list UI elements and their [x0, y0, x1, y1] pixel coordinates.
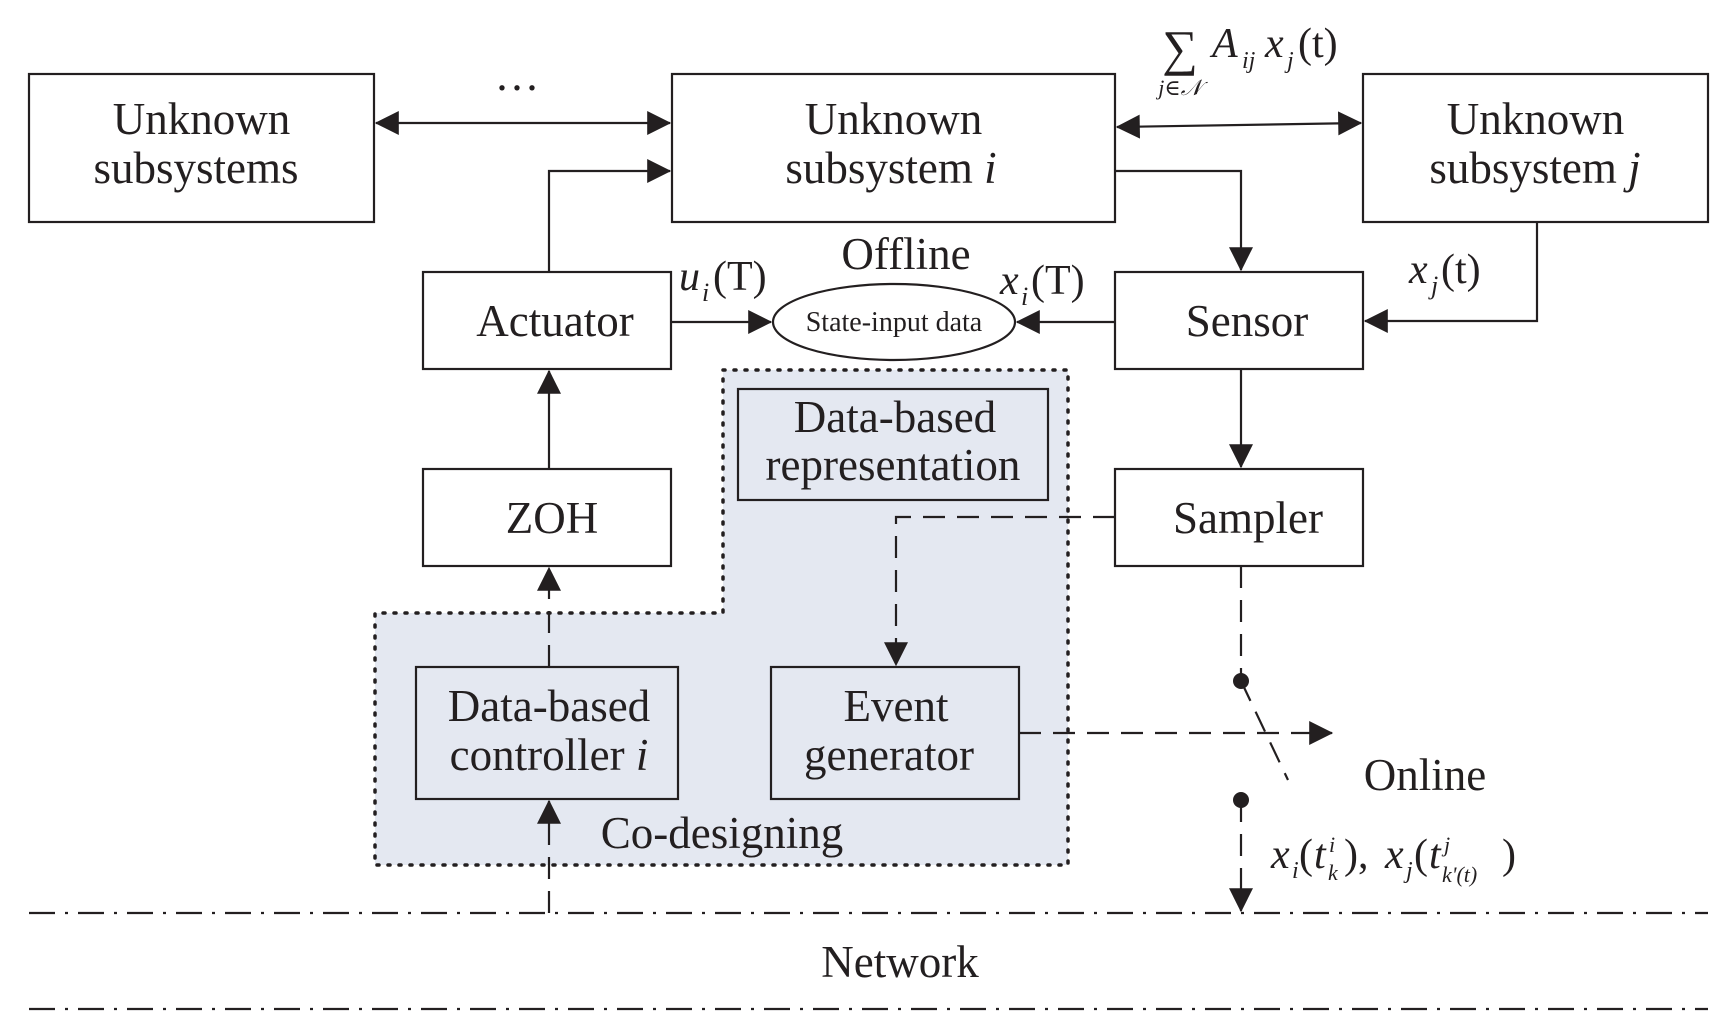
unknown-subsystem-i-line1: Unknown [805, 94, 983, 144]
svg-text:j: j [1284, 48, 1294, 74]
zoh-block: ZOH [421, 467, 673, 568]
sampled-states-label: x i ( t i k ), x j ( t j k'(t) ) [1270, 832, 1516, 887]
svg-text:i: i [1329, 832, 1335, 857]
offline-label: Offline [841, 229, 970, 279]
data-based-controller-line1: Data-based [448, 681, 650, 731]
svg-text:j: j [1441, 832, 1450, 857]
svg-text:j: j [1428, 271, 1438, 300]
svg-text:ij: ij [1242, 48, 1256, 74]
unknown-subsystems-block: Unknown subsystems [27, 72, 376, 224]
svg-text:x: x [1408, 247, 1428, 293]
svg-text:∑: ∑ [1162, 20, 1198, 76]
svg-text:k: k [1328, 860, 1339, 885]
unknown-subsystem-j-block: Unknown subsystem j [1361, 72, 1710, 224]
actuator-block: Actuator [421, 270, 673, 371]
coupling-sum-label: ∑ j∈𝒩 A ij x j (t) [1155, 20, 1337, 100]
svg-text:x: x [1270, 832, 1290, 878]
svg-text:(T): (T) [1031, 258, 1085, 304]
switch-bottom-contact [1233, 792, 1249, 808]
arrow-subsystem-i-to-sensor [1115, 169, 1253, 272]
switch-top-contact [1233, 673, 1249, 689]
state-input-data-ellipse: State-input data [771, 282, 1017, 362]
data-based-representation-line1: Data-based [794, 392, 996, 442]
svg-text:x: x [1384, 832, 1404, 878]
svg-text:(t): (t) [1298, 21, 1338, 67]
u-i-T-label: u i (T) [679, 254, 767, 307]
sampler-label: Sampler [1173, 493, 1323, 543]
sampler-block: Sampler [1113, 467, 1365, 568]
data-based-representation-line2: representation [766, 440, 1021, 490]
event-generator-block: Event generator [769, 665, 1021, 801]
data-based-controller-line2: controller i [450, 730, 649, 780]
svg-text:(: ( [1414, 832, 1428, 878]
svg-text:),: ), [1344, 832, 1369, 878]
zoh-label: ZOH [506, 493, 598, 543]
x-j-t-label: x j (t) [1408, 247, 1481, 300]
svg-text:(t): (t) [1441, 247, 1481, 293]
network-label: Network [821, 937, 979, 987]
svg-text:t: t [1429, 832, 1442, 878]
co-designing-label: Co-designing [601, 808, 844, 858]
arrow-actuator-to-subsystem-i [547, 159, 672, 272]
arrow-subsystem-j-to-sensor [1363, 222, 1539, 333]
svg-text:j∈𝒩: j∈𝒩 [1155, 75, 1208, 100]
ellipsis-label: ··· [495, 63, 540, 113]
switch-blade [1240, 680, 1289, 781]
unknown-subsystem-i-line2: subsystem i [785, 143, 996, 193]
svg-text:t: t [1314, 832, 1327, 878]
svg-text:A: A [1209, 21, 1238, 67]
svg-text:x: x [999, 258, 1019, 304]
unknown-subsystems-line2: subsystems [93, 143, 298, 193]
svg-text:j: j [1403, 858, 1413, 884]
arrow-subsystem-i-to-subsystem-j [1115, 111, 1363, 139]
unknown-subsystems-line1: Unknown [113, 94, 291, 144]
unknown-subsystem-j-line2: subsystem j [1429, 143, 1640, 193]
svg-text:(T): (T) [713, 254, 767, 300]
unknown-subsystem-i-block: Unknown subsystem i [670, 72, 1117, 224]
actuator-label: Actuator [476, 296, 633, 346]
svg-text:i: i [1292, 858, 1299, 884]
svg-text:): ) [1502, 832, 1516, 878]
data-based-controller-block: Data-based controller i [414, 665, 680, 801]
sensor-block: Sensor [1113, 270, 1365, 371]
event-generator-line1: Event [844, 681, 949, 731]
sensor-label: Sensor [1186, 296, 1309, 346]
svg-text:x: x [1264, 21, 1284, 67]
svg-text:i: i [702, 278, 709, 307]
online-label: Online [1364, 750, 1486, 800]
unknown-subsystem-j-line1: Unknown [1447, 94, 1625, 144]
svg-text:k'(t): k'(t) [1442, 862, 1477, 887]
state-input-data-label: State-input data [806, 307, 983, 338]
svg-text:u: u [679, 254, 700, 300]
svg-text:i: i [1021, 282, 1028, 311]
dashed-sampler-to-event-generator [884, 515, 1115, 667]
event-generator-line2: generator [804, 730, 974, 780]
x-i-T-label: x i (T) [999, 258, 1085, 311]
svg-text:(: ( [1299, 832, 1313, 878]
data-based-representation-block: Data-based representation [736, 387, 1050, 502]
